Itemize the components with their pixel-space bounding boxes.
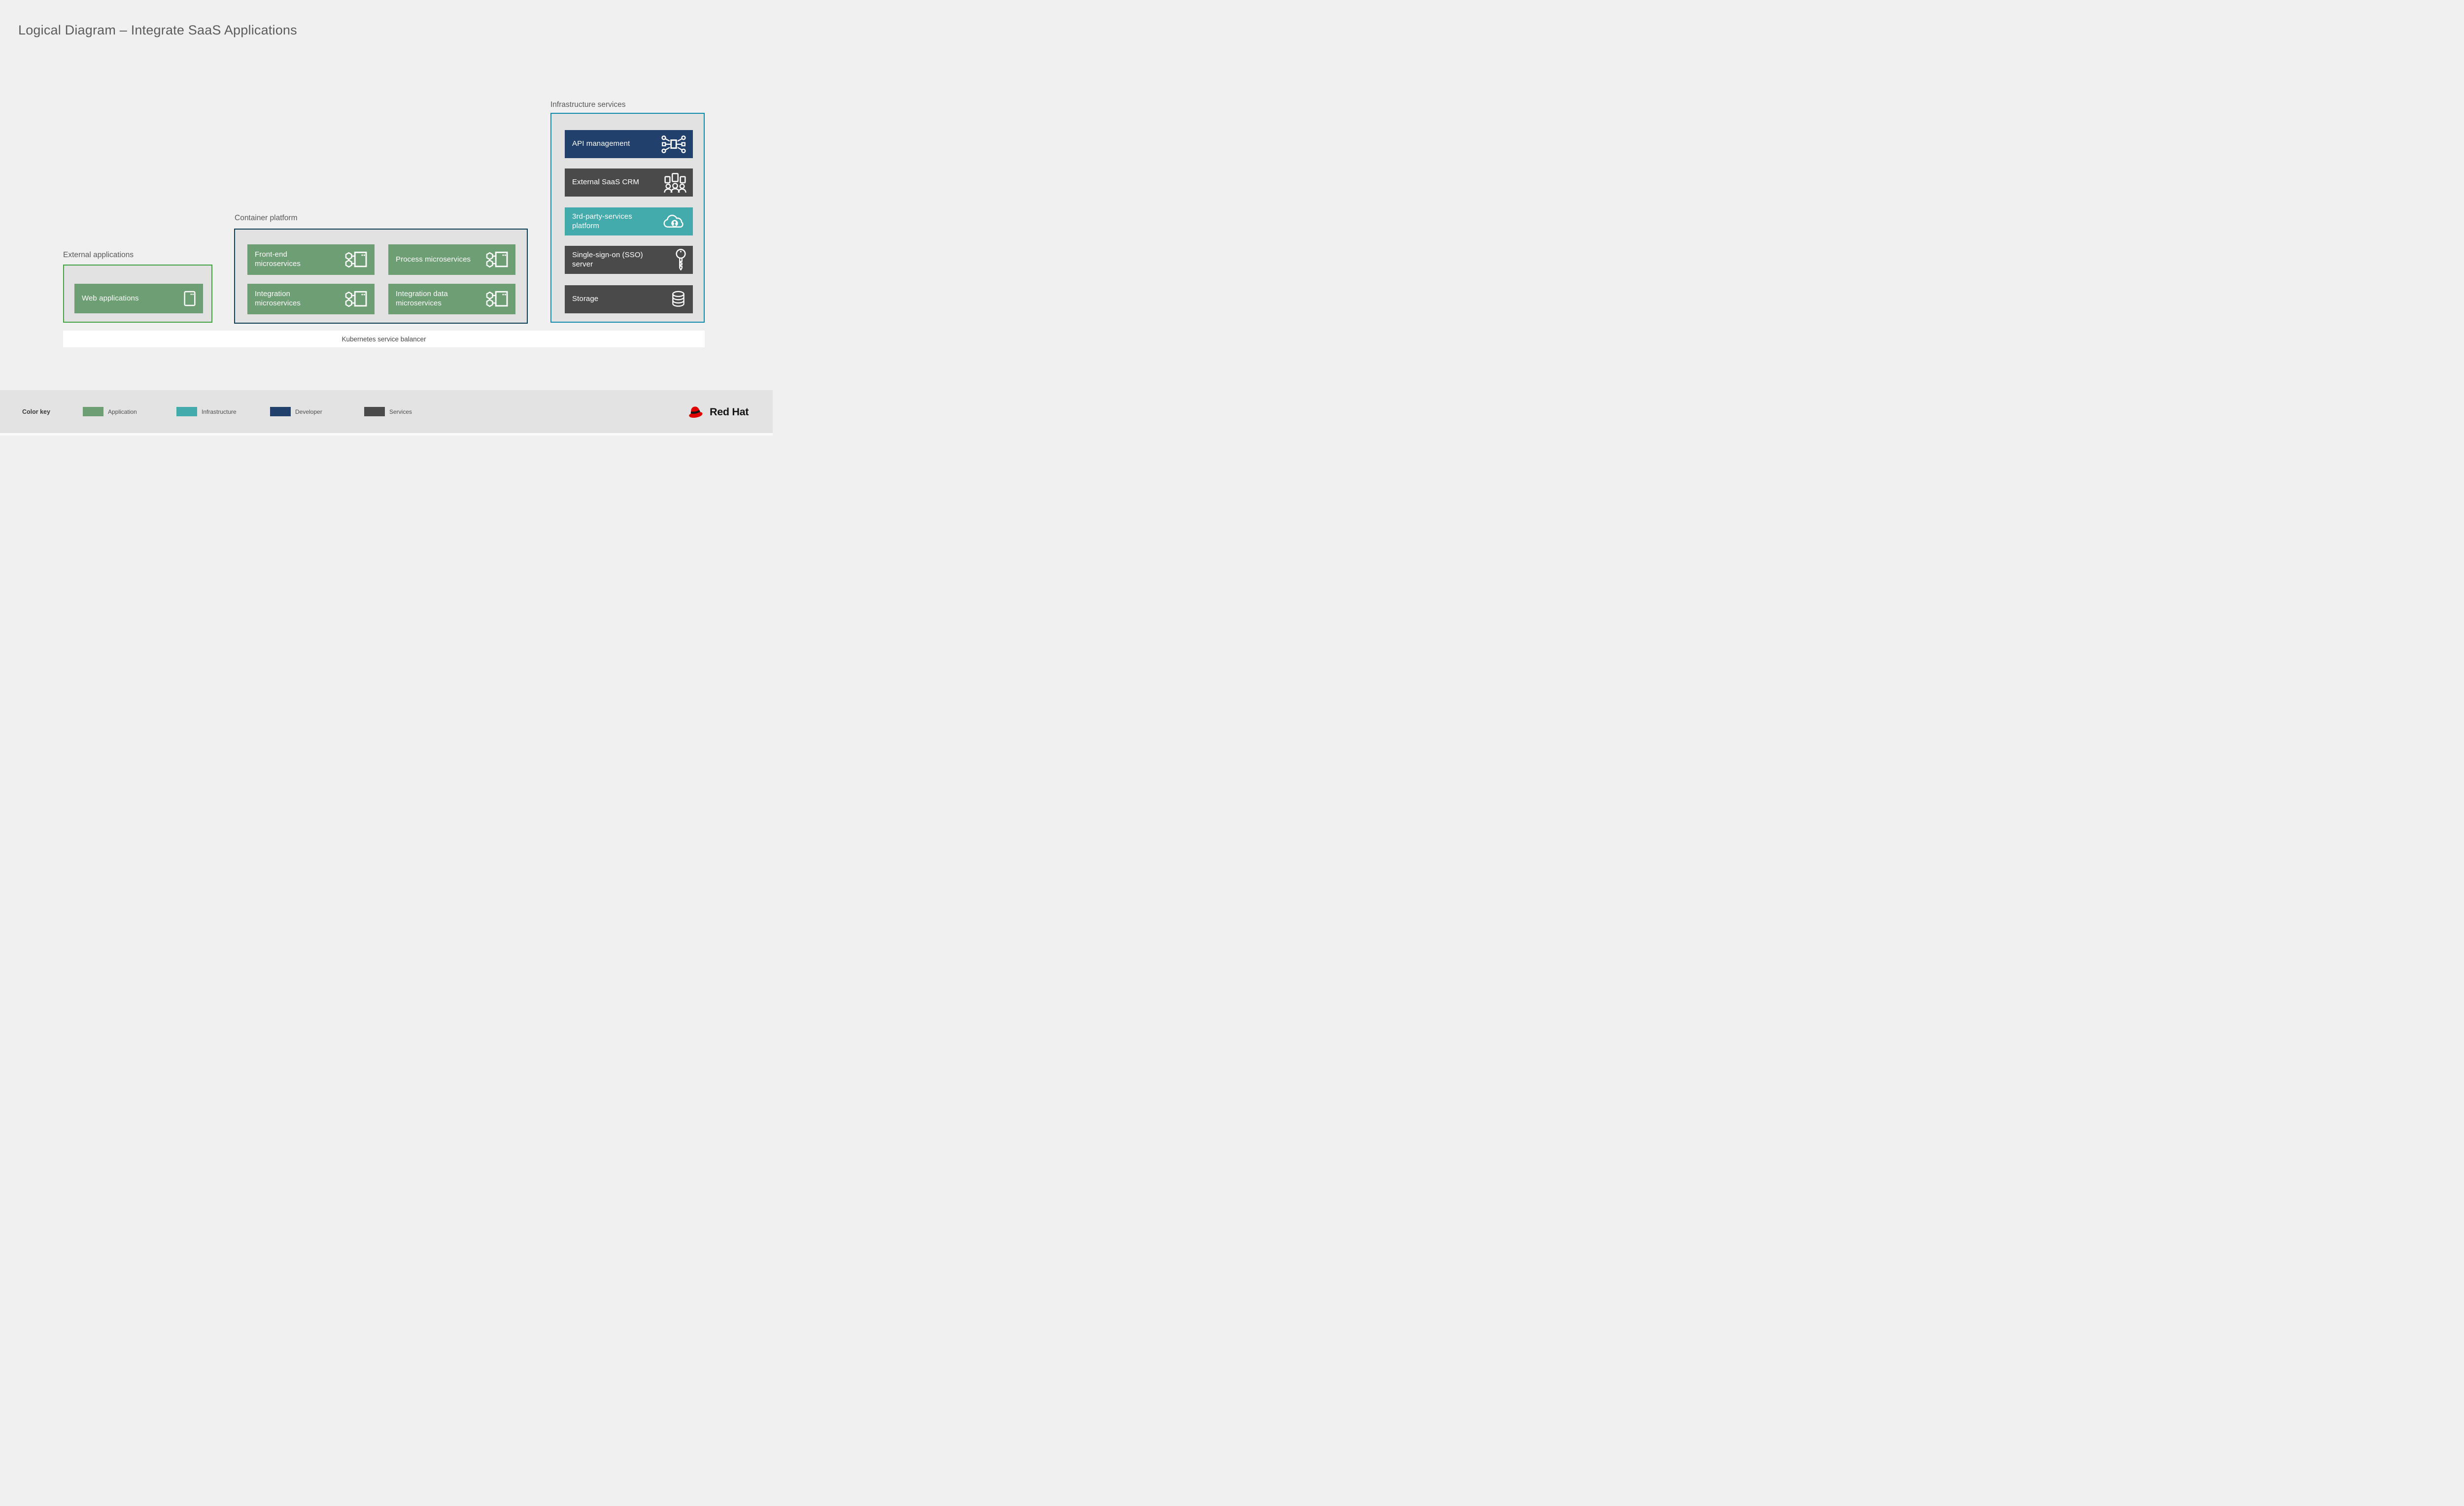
microservices-icon xyxy=(345,251,367,268)
diagram-page: Logical Diagram – Integrate SaaS Applica… xyxy=(0,0,773,435)
app-window-icon xyxy=(184,291,196,306)
infrastructure-swatch-label: Infrastructure xyxy=(202,408,237,415)
infrastructure-swatch xyxy=(176,407,197,416)
services-swatch-label: Services xyxy=(389,408,412,415)
node-label: Process microservices xyxy=(396,255,471,264)
node-label: Web applications xyxy=(82,294,139,302)
crm-users-icon xyxy=(664,172,686,193)
developer-swatch xyxy=(270,407,291,416)
redhat-logo: Red Hat xyxy=(684,403,749,420)
node-label: Integration data microservices xyxy=(396,290,448,307)
kubernetes-service-balancer-bar: Kubernetes service balancer xyxy=(63,331,705,347)
node-label: API management xyxy=(572,139,630,148)
single-sign-on-node: Single-sign-on (SSO) server xyxy=(565,246,693,274)
process-microservices-node: Process microservices xyxy=(388,244,515,275)
node-label: Front-end microservices xyxy=(255,250,301,268)
page-title: Logical Diagram – Integrate SaaS Applica… xyxy=(18,23,297,37)
bottom-strip xyxy=(0,433,773,435)
container-platform-box: Front-end microservices Process microser… xyxy=(234,229,528,324)
api-management-icon xyxy=(661,135,686,153)
integration-data-microservices-node: Integration data microservices xyxy=(388,284,515,314)
node-label: Integration microservices xyxy=(255,290,301,307)
api-management-node: API management xyxy=(565,130,693,158)
node-label: Single-sign-on (SSO) server xyxy=(572,250,643,268)
storage-node: Storage xyxy=(565,285,693,313)
kubernetes-service-balancer-label: Kubernetes service balancer xyxy=(342,335,426,343)
color-key-footer: Color key Application Infrastructure Dev… xyxy=(0,390,773,433)
front-end-microservices-node: Front-end microservices xyxy=(247,244,375,275)
color-key-title: Color key xyxy=(22,408,50,415)
redhat-fedora-icon xyxy=(689,406,703,418)
node-label: 3rd-party-services platform xyxy=(572,212,632,230)
infrastructure-services-label: Infrastructure services xyxy=(550,100,626,109)
web-applications-node: Web applications xyxy=(74,284,203,313)
microservices-icon xyxy=(486,291,508,307)
developer-swatch-label: Developer xyxy=(295,408,322,415)
node-label: Storage xyxy=(572,295,599,303)
key-icon xyxy=(676,248,686,270)
redhat-wordmark: Red Hat xyxy=(710,405,749,418)
application-swatch xyxy=(83,407,103,416)
database-icon xyxy=(672,291,684,307)
microservices-icon xyxy=(486,251,508,268)
infrastructure-services-box: API management External SaaS CRM xyxy=(550,113,705,323)
node-label: External SaaS CRM xyxy=(572,178,639,187)
external-applications-box: Web applications xyxy=(63,265,212,323)
external-applications-label: External applications xyxy=(63,251,134,259)
container-platform-label: Container platform xyxy=(235,214,298,222)
integration-microservices-node: Integration microservices xyxy=(247,284,375,314)
cloud-lock-icon xyxy=(663,214,684,228)
external-saas-crm-node: External SaaS CRM xyxy=(565,168,693,197)
services-swatch xyxy=(364,407,385,416)
microservices-icon xyxy=(345,291,367,307)
application-swatch-label: Application xyxy=(108,408,137,415)
third-party-services-node: 3rd-party-services platform xyxy=(565,207,693,235)
